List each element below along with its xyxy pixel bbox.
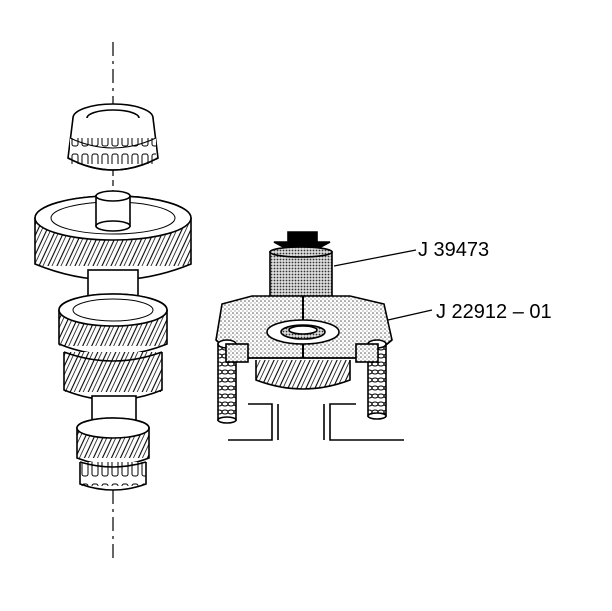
gear-under-press <box>255 360 351 390</box>
nut-right <box>355 343 379 363</box>
separator-bolt-left <box>217 339 237 424</box>
leader-j22912-01 <box>387 309 433 321</box>
press-bed <box>228 403 404 441</box>
pinion-gear <box>76 417 150 466</box>
upper-helical-gear <box>34 190 192 281</box>
press-setup <box>215 231 404 441</box>
separator-plate-j22912-01 <box>215 295 393 359</box>
leader-j39473 <box>333 249 417 267</box>
countershaft-assembly <box>34 42 192 560</box>
lower-roller-bearing <box>79 461 147 491</box>
nut-left <box>225 343 249 363</box>
label-j22912-01: J 22912 – 01 <box>436 301 552 323</box>
middle-helical-gear <box>58 293 168 356</box>
label-j39473: J 39473 <box>418 239 489 261</box>
tapered-roller-bearing <box>67 103 159 171</box>
lower-helical-gear <box>63 351 163 401</box>
callouts: J 39473 J 22912 – 01 <box>333 239 552 323</box>
